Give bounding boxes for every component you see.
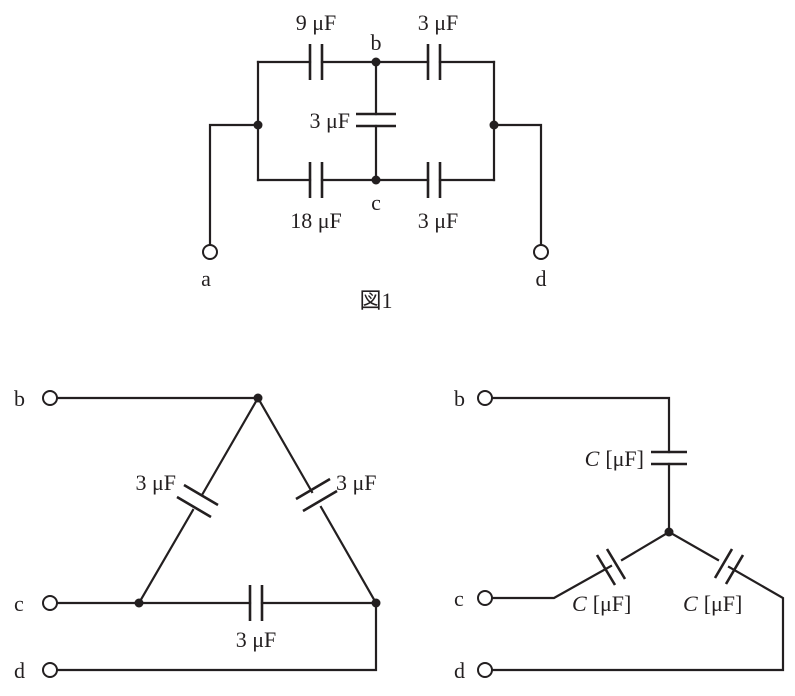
junction-dot <box>489 120 499 130</box>
cap-symbol: C <box>585 446 600 471</box>
capacitor-3uF-middle <box>356 112 396 128</box>
terminal-d <box>533 244 549 260</box>
wire <box>490 396 671 534</box>
wire <box>55 601 378 672</box>
node-label-d: d <box>14 658 25 683</box>
cap-label-3uF-top: 3 μF <box>418 10 459 35</box>
junction-dot <box>253 120 263 130</box>
cap-label-right: C[μF] <box>683 591 742 616</box>
node-label-c: c <box>371 190 381 215</box>
junction-dot <box>664 527 674 537</box>
junction-dot <box>134 598 144 608</box>
capacitor-C-right <box>713 548 745 585</box>
capacitor-C-top <box>651 450 687 466</box>
wire <box>256 396 378 605</box>
node-label-d: d <box>536 266 547 291</box>
node-label-b: b <box>14 386 25 411</box>
cap-unit: [μF] <box>605 446 644 471</box>
cap-label-9uF: 9 μF <box>296 10 337 35</box>
star-circuit: b c d C[μF] C[μF] C[μF] <box>454 386 785 683</box>
node-label-b: b <box>454 386 465 411</box>
cap-label-top: C[μF] <box>585 446 644 471</box>
capacitor-18uF <box>308 162 324 198</box>
node-label-c: c <box>454 586 464 611</box>
junction-dot <box>371 175 381 185</box>
node-label-d: d <box>454 658 465 683</box>
cap-label-left: 3 μF <box>135 470 176 495</box>
node-label-b: b <box>371 30 382 55</box>
cap-symbol: C <box>572 591 587 616</box>
cap-unit: [μF] <box>704 591 743 616</box>
terminal-c <box>477 590 493 606</box>
cap-symbol: C <box>683 591 698 616</box>
capacitor-9uF <box>308 44 324 80</box>
capacitor-3uF-right <box>295 477 338 513</box>
wire <box>490 530 785 672</box>
capacitor-3uF-bottom <box>248 585 264 621</box>
terminal-b <box>42 390 58 406</box>
cap-unit: [μF] <box>593 591 632 616</box>
capacitor-3uF-bottom <box>426 162 442 198</box>
cap-label-3uF-bottom: 3 μF <box>418 208 459 233</box>
junction-dot <box>371 57 381 67</box>
figure-caption: 図1 <box>359 288 392 313</box>
wire <box>208 123 260 247</box>
cap-label-18uF: 18 μF <box>290 208 342 233</box>
capacitor-3uF-left <box>176 483 219 519</box>
cap-label-3uF-middle: 3 μF <box>309 108 350 133</box>
wire <box>492 123 543 247</box>
cap-label-bottom: 3 μF <box>236 627 277 652</box>
terminal-b <box>477 390 493 406</box>
junction-dot <box>253 393 263 403</box>
junction-dot <box>371 598 381 608</box>
wire <box>137 396 260 605</box>
capacitor-3uF-top <box>426 44 442 80</box>
terminal-d <box>477 662 493 678</box>
cap-label-left: C[μF] <box>572 591 631 616</box>
terminal-a <box>202 244 218 260</box>
cap-label-right: 3 μF <box>336 470 377 495</box>
terminal-d <box>42 662 58 678</box>
capacitor-C-left <box>595 548 627 586</box>
wire <box>490 530 671 600</box>
figure-1: 9 μF 3 μF 3 μF 18 μF 3 μF b c a d 図1 <box>201 10 549 313</box>
delta-circuit: b c d 3 μF 3 μF 3 μF <box>14 386 381 683</box>
terminal-c <box>42 595 58 611</box>
node-label-c: c <box>14 591 24 616</box>
node-label-a: a <box>201 266 211 291</box>
